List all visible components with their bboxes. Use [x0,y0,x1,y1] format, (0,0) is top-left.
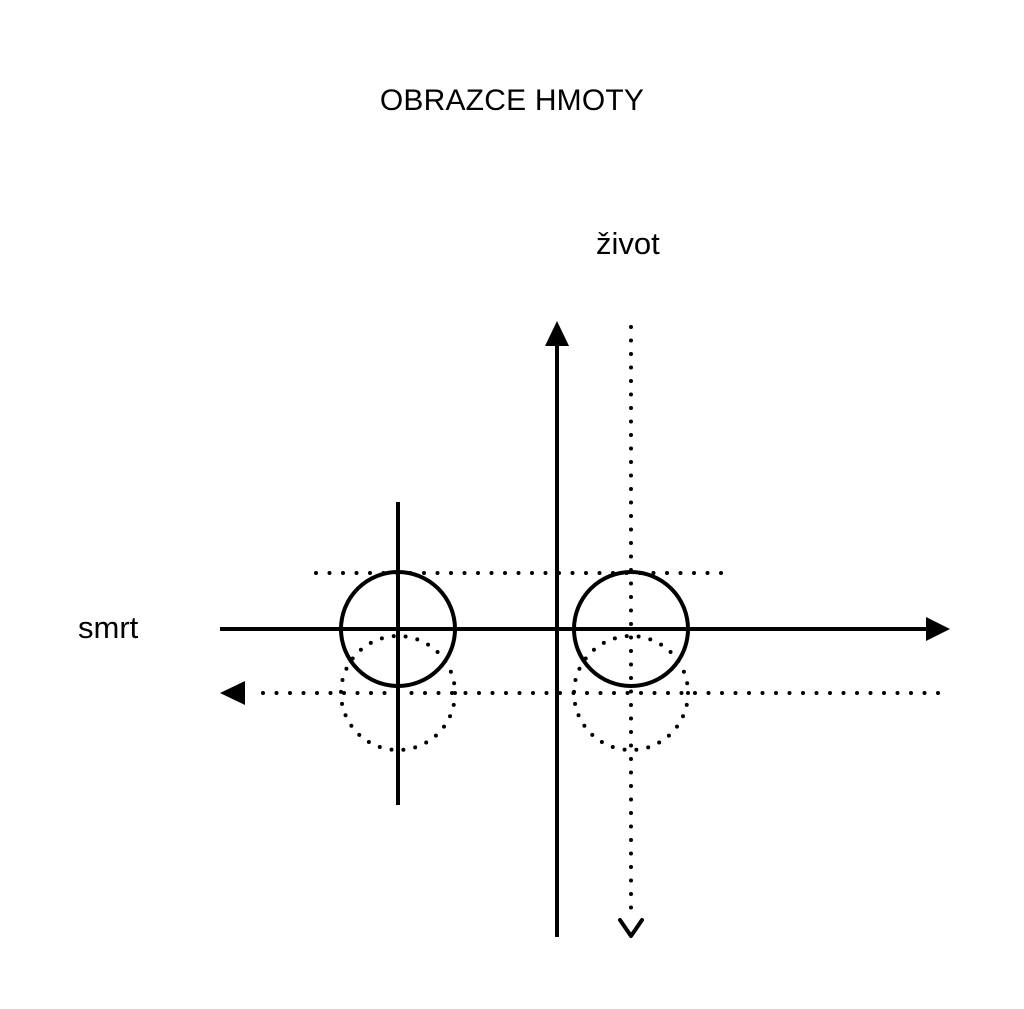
dotted-vertical-arrowhead [618,918,644,938]
solid-horizontal-arrowhead [926,617,950,641]
left-dotted-circle [339,634,457,752]
label-zivot: život [596,226,660,261]
label-smrt: smrt [78,610,139,645]
diagram-title: OBRAZCE HMOTY [379,84,645,117]
solid-vertical-arrowhead [545,321,569,346]
right-dotted-circle [572,634,690,752]
dotted-lower-horizontal-arrowhead [220,681,245,705]
